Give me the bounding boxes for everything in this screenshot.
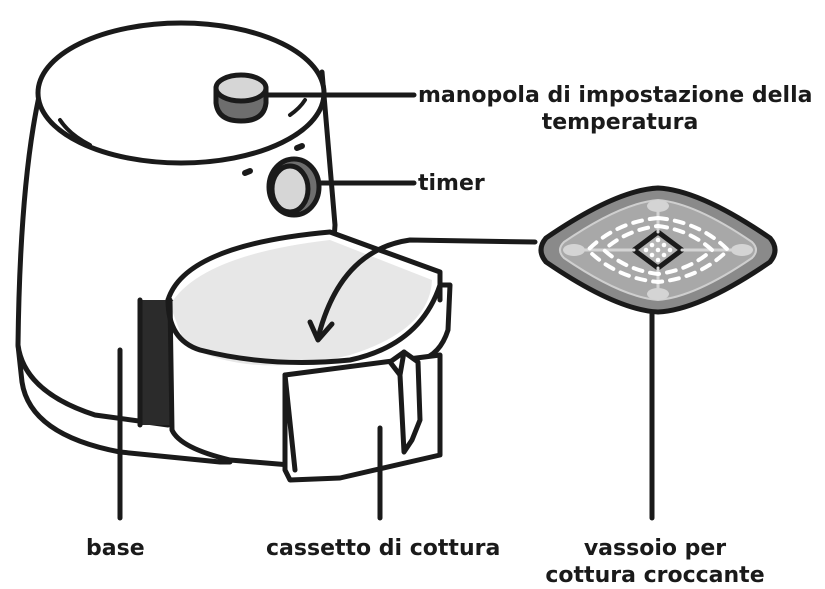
drawer-slot — [140, 300, 172, 425]
crisping-tray — [541, 188, 775, 312]
label-temperature-knob: manopola di impostazione della — [418, 82, 813, 109]
label-base: base — [86, 535, 145, 562]
label-temperature-knob-line2: temperatura — [520, 109, 720, 136]
label-cooking-drawer: cassetto di cottura — [266, 535, 500, 562]
timer-knob — [269, 159, 319, 215]
cooking-drawer — [168, 232, 450, 480]
temperature-knob — [216, 75, 266, 121]
label-crisping-tray: vassoio per cottura croccante — [540, 535, 770, 589]
label-timer: timer — [418, 170, 485, 197]
